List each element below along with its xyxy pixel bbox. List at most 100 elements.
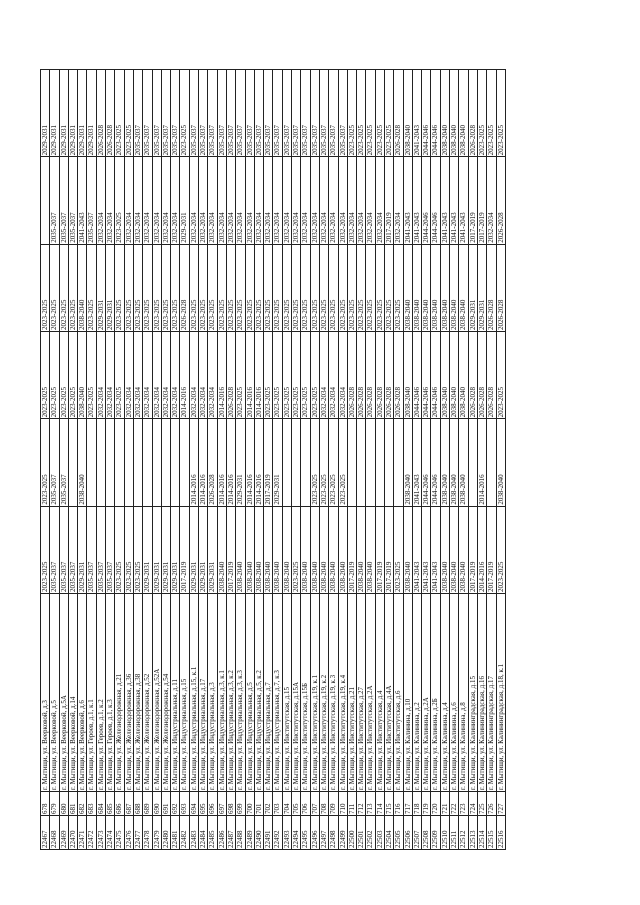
cell-period-2: 2014-2016 xyxy=(245,418,255,507)
cell-period-4: 2023-2025 xyxy=(114,244,125,332)
cell-reg-number: 22476 xyxy=(124,815,134,850)
cell-period-3: 2026-2028 xyxy=(226,331,236,419)
cell-period-6: 2023-2025 xyxy=(114,69,125,157)
cell-row-number: 715 xyxy=(384,791,394,816)
cell-period-6: 2023-2025 xyxy=(477,69,487,157)
cell-period-6: 2035-2037 xyxy=(319,69,329,157)
cell-address: г. Мытищи, ул. Институтская, д.15Б xyxy=(300,593,311,792)
cell-period-2: 2041-2043 xyxy=(412,418,422,507)
cell-period-4: 2023-2025 xyxy=(254,244,264,332)
cell-period-2: 2035-2037 xyxy=(49,418,60,507)
cell-period-6: 2026-2028 xyxy=(468,69,478,157)
cell-period-3: 2014-2016 xyxy=(217,331,227,419)
cell-reg-number: 22473 xyxy=(96,815,106,850)
cell-period-4: 2023-2025 xyxy=(291,244,301,332)
cell-row-number: 681 xyxy=(68,791,78,816)
cell-row-number: 708 xyxy=(319,791,329,816)
cell-period-3: 2023-2025 xyxy=(263,331,273,419)
cell-address: г. Мытищи, ул. Калинина, д.2А xyxy=(421,593,431,792)
cell-address: г. Мытищи, ул. Калинина, д.2 xyxy=(412,593,422,792)
cell-period-4: 2023-2025 xyxy=(207,244,218,332)
cell-address: г. Мытищи, ул. Индустриальная, д.15, к.1 xyxy=(189,593,199,792)
cell-row-number: 707 xyxy=(310,791,320,816)
cell-period-5: 2032-2034 xyxy=(310,156,320,245)
cell-period-6: 2035-2037 xyxy=(217,69,227,157)
cell-row-number: 693 xyxy=(179,791,190,816)
cell-address: г. Мытищи, ул. Индустриальная, д.5, к.2 xyxy=(254,593,264,792)
cell-address: г. Мытищи, ул. Индустриальная, д.3 xyxy=(207,593,218,792)
cell-period-2 xyxy=(300,418,311,507)
cell-row-number: 683 xyxy=(86,791,97,816)
cell-period-6: 2023-2025 xyxy=(179,69,190,157)
cell-period-4: 2023-2025 xyxy=(263,244,273,332)
cell-period-3: 2032-2034 xyxy=(170,331,180,419)
cell-reg-number: 22508 xyxy=(421,815,431,850)
cell-period-1: 2038-2040 xyxy=(282,506,292,594)
cell-period-1: 2035-2037 xyxy=(68,506,78,594)
cell-period-2: 2023-2025 xyxy=(319,418,329,507)
cell-row-number: 705 xyxy=(291,791,301,816)
cell-period-3: 2026-2028 xyxy=(393,331,404,419)
cell-period-1: 2023-2025 xyxy=(393,506,404,594)
cell-period-2 xyxy=(347,418,357,507)
cell-reg-number: 22509 xyxy=(430,815,441,850)
cell-period-4: 2026-2028 xyxy=(486,244,497,332)
cell-period-5: 2041-2043 xyxy=(449,156,459,245)
cell-period-5: 2032-2034 xyxy=(356,156,366,245)
cell-row-number: 716 xyxy=(393,791,404,816)
cell-row-number: 711 xyxy=(347,791,357,816)
cell-period-5: 2032-2034 xyxy=(124,156,134,245)
cell-period-1: 2029-2031 xyxy=(152,506,162,594)
cell-period-3: 2032-2034 xyxy=(319,331,329,419)
cell-period-2: 2014-2016 xyxy=(477,418,487,507)
cell-reg-number: 22487 xyxy=(226,815,236,850)
cell-period-5: 2032-2034 xyxy=(189,156,199,245)
cell-period-2 xyxy=(133,418,143,507)
cell-address: г. Мытищи, ул. Калининградская, д.18, к.… xyxy=(496,593,506,792)
cell-period-6: 2035-2037 xyxy=(328,69,338,157)
cell-reg-number: 22513 xyxy=(468,815,478,850)
cell-period-3: 2032-2034 xyxy=(124,331,134,419)
cell-period-5: 2032-2034 xyxy=(338,156,348,245)
cell-address: г. Мытищи, ул. Железнодорожная, д.52А xyxy=(152,593,162,792)
cell-period-5: 2032-2034 xyxy=(226,156,236,245)
cell-period-4: 2023-2025 xyxy=(384,244,394,332)
cell-period-2 xyxy=(179,418,190,507)
cell-reg-number: 22490 xyxy=(254,815,264,850)
cell-period-2 xyxy=(68,418,78,507)
cell-row-number: 725 xyxy=(477,791,487,816)
cell-period-1: 2023-2025 xyxy=(133,506,143,594)
cell-period-1: 2017-2019 xyxy=(179,506,190,594)
cell-period-3: 2023-2025 xyxy=(272,331,283,419)
cell-address: г. Мытищи, ул. Институтская, д.4А xyxy=(384,593,394,792)
cell-period-3: 2038-2040 xyxy=(458,331,469,419)
cell-period-4: 2023-2025 xyxy=(189,244,199,332)
cell-period-4: 2023-2025 xyxy=(86,244,97,332)
cell-address: г. Мытищи, ул. Институтская, д.21 xyxy=(347,593,357,792)
cell-period-1: 2023-2025 xyxy=(124,506,134,594)
cell-address: г. Мытищи, ул. Железнодорожная, д.21 xyxy=(114,593,125,792)
cell-period-3: 2026-2028 xyxy=(477,331,487,419)
cell-period-4: 2023-2025 xyxy=(40,244,50,332)
cell-address: г. Мытищи, ул. Институтская, д.19, к.4 xyxy=(338,593,348,792)
cell-address: г. Мытищи, ул. Институтская, д.19, к.3 xyxy=(328,593,338,792)
cell-period-1: 2038-2040 xyxy=(245,506,255,594)
cell-period-6: 2029-2031 xyxy=(59,69,69,157)
cell-period-3: 2032-2034 xyxy=(105,331,115,419)
cell-period-2 xyxy=(142,418,153,507)
cell-period-3: 2044-2046 xyxy=(412,331,422,419)
cell-period-4: 2023-2025 xyxy=(226,244,236,332)
cell-period-3: 2026-2028 xyxy=(365,331,376,419)
cell-period-1: 2038-2040 xyxy=(356,506,366,594)
cell-period-1: 2041-2043 xyxy=(430,506,441,594)
